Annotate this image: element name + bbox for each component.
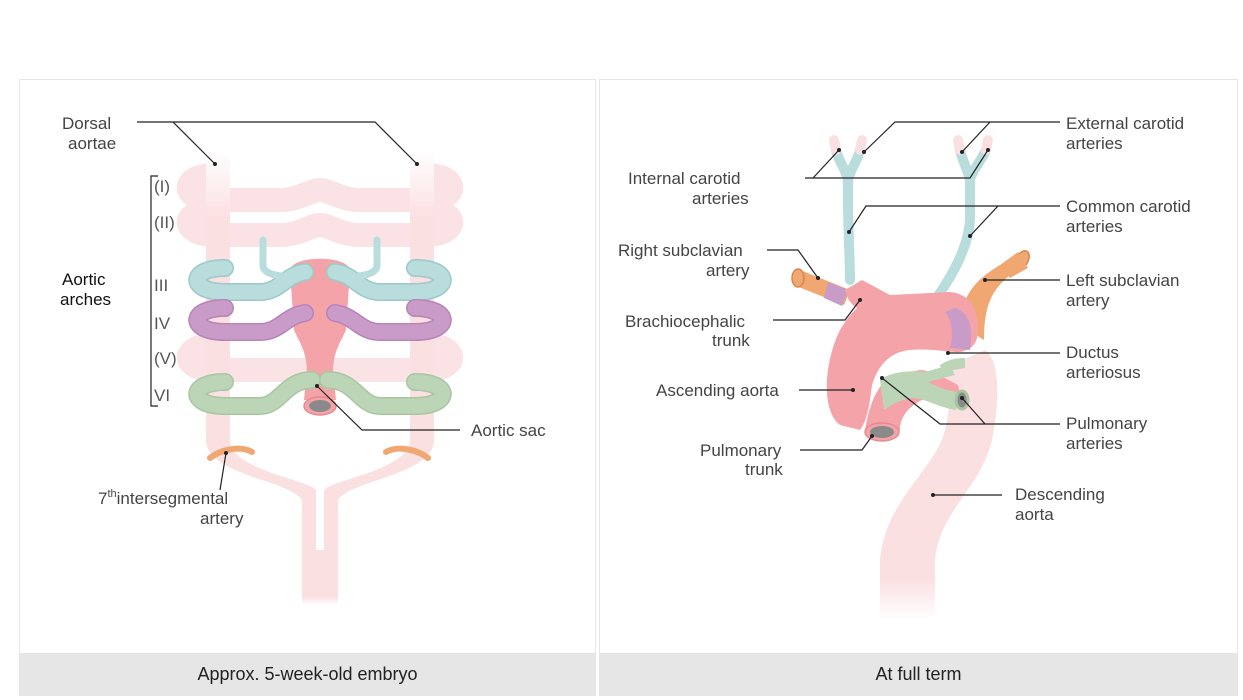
descending-aorta-label-2: aorta [1015, 505, 1054, 524]
pulmonary-arteries-label-1: Pulmonary [1066, 414, 1148, 433]
right-subclavian-label-1: Right subclavian [618, 241, 743, 260]
aortic-sac-shape [290, 258, 350, 416]
arch-numeral-III: III [154, 276, 168, 295]
seventh-intersegmental-label: 7thintersegmental [98, 488, 228, 508]
aortic-arches-label-2: arches [60, 290, 111, 309]
descending-aorta-label-1: Descending [1015, 485, 1105, 504]
right-subclavian-label-2: artery [706, 261, 750, 280]
arch-numeral-V: (V) [154, 349, 177, 368]
arch-numeral-IV: IV [154, 314, 171, 333]
aortic-sac-label: Aortic sac [471, 421, 546, 440]
ascending-aorta-label: Ascending aorta [656, 381, 779, 400]
right-subclavian-shape [791, 268, 850, 306]
descending-aorta-shape [880, 350, 998, 620]
seventh-intersegmental-label-2: artery [200, 509, 244, 528]
dorsal-aortae [206, 150, 434, 605]
external-carotid-label-2: arteries [1066, 134, 1123, 153]
full-term-diagram: External carotid arteries Internal carot… [618, 114, 1191, 620]
left-leaders [137, 121, 460, 491]
full-term-panel: External carotid arteries Internal carot… [599, 79, 1238, 696]
pulmonary-trunk-label-2: trunk [745, 460, 783, 479]
aortic-arch-shape [826, 280, 978, 430]
arch-numeral-II: (II) [154, 213, 175, 232]
full-term-caption: At full term [600, 653, 1237, 695]
ductus-label-2: arteriosus [1066, 363, 1141, 382]
internal-carotid-label-1: Internal carotid [628, 169, 740, 188]
arch-III [188, 236, 452, 301]
brachiocephalic-label-2: trunk [712, 331, 750, 350]
pulmonary-arteries-label-2: arteries [1066, 434, 1123, 453]
arch-IV [188, 299, 452, 341]
embryo-diagram: Dorsal aortae Aortic arches (I) (II) III… [60, 114, 546, 605]
arch-numeral-VI: VI [154, 386, 170, 405]
seventh-intersegmental-arteries [207, 445, 431, 461]
left-subclavian-label-1: Left subclavian [1066, 271, 1179, 290]
external-carotid-label-1: External carotid [1066, 114, 1184, 133]
pulmonary-trunk-label-1: Pulmonary [700, 441, 782, 460]
arch-VI [188, 371, 452, 415]
dorsal-aortae-label-1: Dorsal [62, 114, 111, 133]
embryo-panel: Dorsal aortae Aortic arches (I) (II) III… [19, 79, 596, 696]
arch-numeral-I: (I) [154, 177, 170, 196]
carotid-arteries [829, 135, 993, 315]
aortic-arches-label-1: Aortic [62, 270, 106, 289]
right-leaders [767, 121, 1060, 497]
common-carotid-label-1: Common carotid [1066, 197, 1191, 216]
common-carotid-label-2: arteries [1066, 217, 1123, 236]
dorsal-aortae-label-2: aortae [68, 134, 116, 153]
ductus-label-1: Ductus [1066, 343, 1119, 362]
embryo-caption: Approx. 5-week-old embryo [20, 653, 595, 695]
brachiocephalic-label-1: Brachiocephalic [625, 312, 746, 331]
left-subclavian-label-2: artery [1066, 291, 1110, 310]
internal-carotid-label-2: arteries [692, 189, 749, 208]
